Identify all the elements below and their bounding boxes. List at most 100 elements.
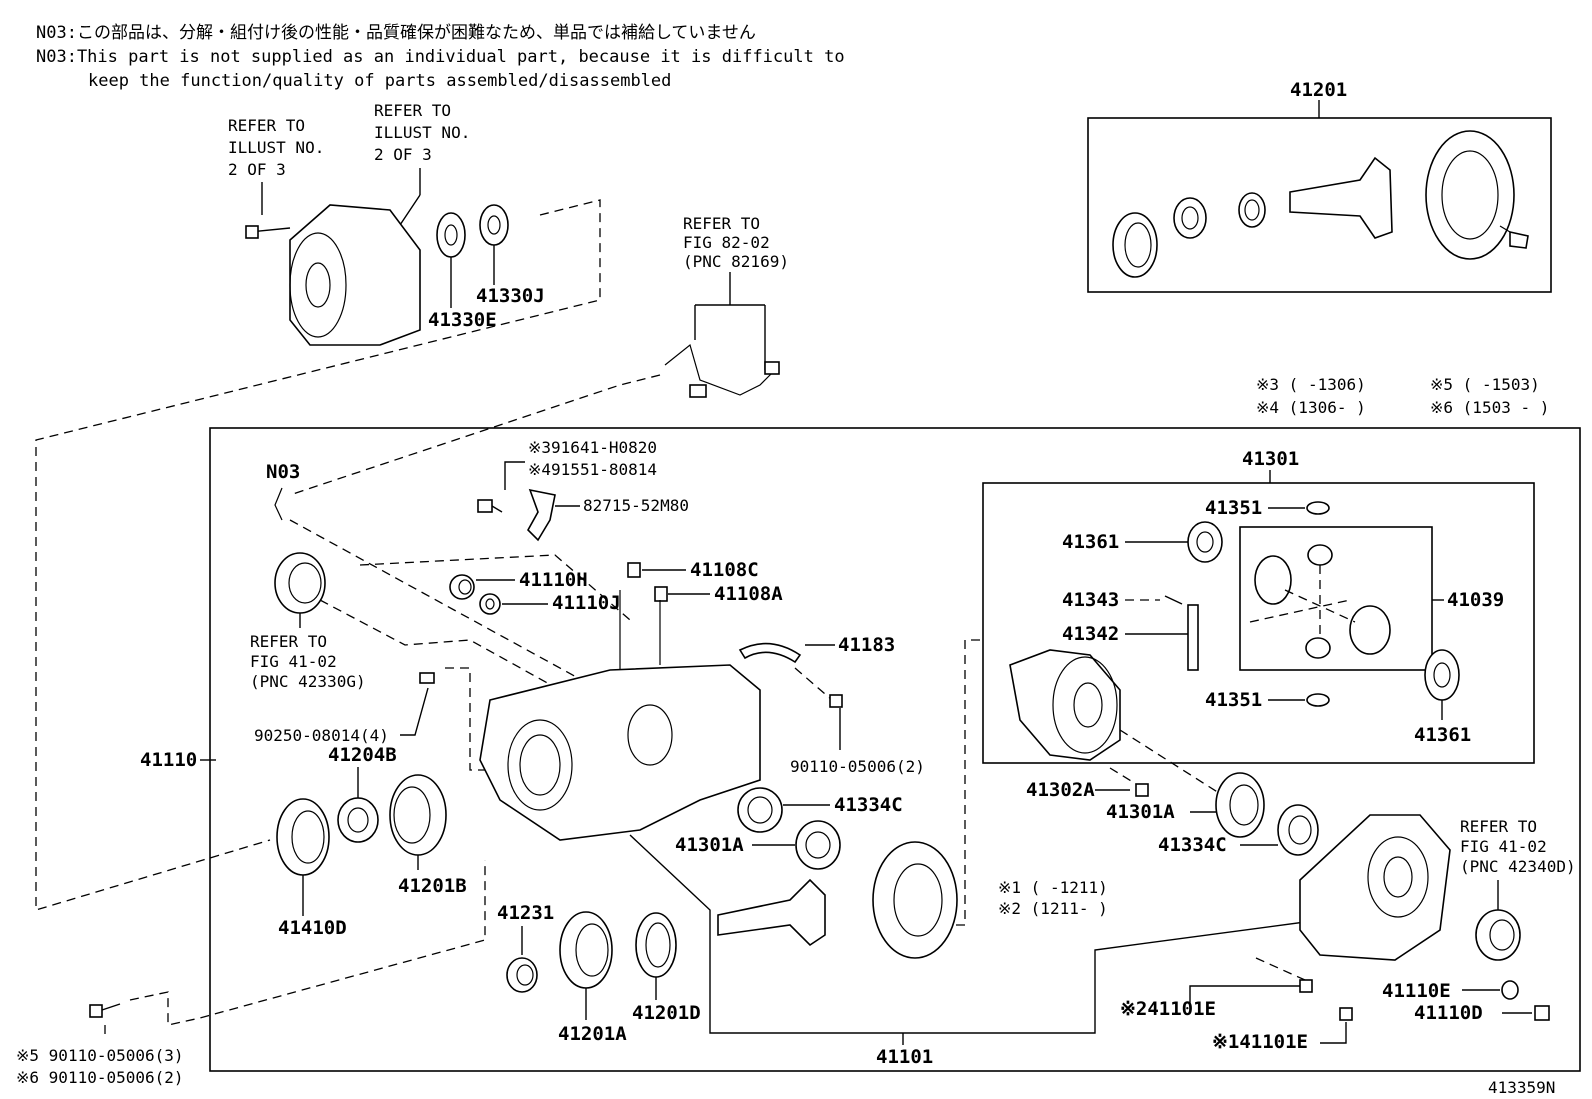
label-41330J[interactable]: 41330J [476, 285, 545, 307]
dashed-leader-case [1119, 729, 1231, 801]
bracket-82715-icon [527, 488, 556, 542]
label-41201A[interactable]: 41201A [558, 1023, 627, 1045]
diff-gears-41039-icon [1249, 544, 1391, 659]
dashed-leader-41101E [1255, 957, 1306, 981]
label-41108A[interactable]: 41108A [714, 583, 783, 605]
label-41330E[interactable]: 41330E [428, 309, 497, 331]
date-range-2: ※2 (1211- ) [998, 899, 1108, 918]
washer-41361-a-icon [1187, 521, 1223, 563]
ring-gear-icon [872, 841, 958, 959]
dashed-leader-seal-b [319, 599, 561, 691]
label-41342[interactable]: 41342 [1062, 623, 1119, 645]
label-41301[interactable]: 41301 [1242, 448, 1299, 470]
dashed-leader-seal-a [359, 554, 631, 621]
bolt-41101E-2-icon [1299, 979, 1313, 993]
label-41201B[interactable]: 41201B [398, 875, 467, 897]
label-41110E[interactable]: 41110E [1382, 980, 1451, 1002]
ref-illust-b-l2: ILLUST NO. [374, 123, 470, 142]
label-41110D[interactable]: 41110D [1414, 1002, 1483, 1024]
label-41334C-b[interactable]: 41334C [1158, 834, 1227, 856]
label-41201D[interactable]: 41201D [632, 1002, 701, 1024]
main-assembly-frame [209, 427, 1581, 1072]
label-41351-a[interactable]: 41351 [1205, 497, 1262, 519]
label-90250[interactable]: 90250-08014(4) [254, 726, 389, 745]
note-en-line2: keep the function/quality of parts assem… [88, 71, 671, 91]
label-41334C-a[interactable]: 41334C [834, 794, 903, 816]
label-41302A[interactable]: 41302A [1026, 779, 1095, 801]
bearing-41201B-icon [389, 774, 447, 856]
seal-41201D-icon [635, 912, 677, 978]
carrier-housing-41110-icon [479, 590, 761, 841]
label-41108C[interactable]: 41108C [690, 559, 759, 581]
label-41301A-a[interactable]: 41301A [675, 834, 744, 856]
label-41110[interactable]: 41110 [140, 749, 197, 771]
label-41361-b[interactable]: 41361 [1414, 724, 1471, 746]
figure-id: 413359N [1488, 1078, 1555, 1097]
label-91641[interactable]: ※391641-H0820 [528, 438, 657, 457]
bolt-90110-bottom-icon [89, 1003, 121, 1018]
seal-41410D-icon [276, 798, 330, 876]
label-91551[interactable]: ※491551-80814 [528, 460, 657, 479]
label-41101[interactable]: 41101 [876, 1046, 933, 1068]
label-41110H[interactable]: 41110H [519, 569, 588, 591]
label-41110J[interactable]: 41110J [552, 592, 621, 614]
dashed-leader-90250 [445, 667, 505, 771]
label-90110-5[interactable]: ※5 90110-05006(3) [16, 1046, 184, 1065]
drive-pinion-icon [717, 878, 826, 947]
dashed-leader-41302A [1109, 767, 1137, 785]
ref-illust-a-l1: REFER TO [228, 116, 305, 135]
date-range-1: ※1 ( -1211) [998, 878, 1108, 897]
washer-41330J-icon [479, 204, 509, 246]
date-range-5: ※5 ( -1503) [1430, 375, 1540, 394]
rear-cover-icon [245, 204, 421, 346]
label-n03[interactable]: N03 [266, 461, 300, 483]
ref-fig41-left-l1: REFER TO [250, 632, 327, 651]
side-cover-icon [1299, 814, 1451, 961]
label-90110-6[interactable]: ※6 90110-05006(2) [16, 1068, 184, 1087]
ref-fig82-l1: REFER TO [683, 214, 760, 233]
label-90110-2[interactable]: 90110-05006(2) [790, 757, 925, 776]
note-en-line1: N03:This part is not supplied as an indi… [36, 47, 845, 67]
note-jp: N03:この部品は、分解・組付け後の性能・品質確保が困難なため、単品では補給して… [36, 23, 756, 43]
nut-41204B-icon [337, 797, 379, 843]
bolt-90110-icon [829, 694, 843, 708]
label-41201[interactable]: 41201 [1290, 79, 1347, 101]
bolt-91641-icon [477, 499, 503, 513]
label-41410D[interactable]: 41410D [278, 917, 347, 939]
spacer-41334C-b-icon [1277, 804, 1319, 856]
ref-fig41-right-l3: (PNC 42340D) [1460, 857, 1576, 876]
pin-41343-icon [1164, 595, 1183, 605]
seal-41110H-icon [449, 574, 475, 600]
spacer-41334C-a-icon [737, 787, 783, 833]
label-41301A-b[interactable]: 41301A [1106, 801, 1175, 823]
label-41361-a[interactable]: 41361 [1062, 531, 1119, 553]
label-41231[interactable]: 41231 [497, 902, 554, 924]
label-41183[interactable]: 41183 [838, 634, 895, 656]
label-41351-b[interactable]: 41351 [1205, 689, 1262, 711]
ref-illust-a-l3: 2 OF 3 [228, 160, 286, 179]
label-41204B[interactable]: 41204B [328, 744, 397, 766]
spring-41108A-icon [654, 586, 668, 602]
label-41343[interactable]: 41343 [1062, 589, 1119, 611]
ref-illust-a-l2: ILLUST NO. [228, 138, 324, 157]
bearing-41301A-b-icon [1215, 772, 1265, 838]
ref-fig82-l2: FIG 82-02 [683, 233, 770, 252]
dashed-leader-41183 [794, 667, 833, 701]
ref-fig41-right-l2: FIG 41-02 [1460, 837, 1547, 856]
label-41039[interactable]: 41039 [1447, 589, 1504, 611]
label-41101E-1[interactable]: ※141101E [1212, 1031, 1308, 1053]
ref-fig41-left-l3: (PNC 42330G) [250, 672, 366, 691]
diff-gears-41039-box [1239, 526, 1433, 671]
bolt-41101E-1-icon [1339, 1007, 1353, 1021]
label-41101E-2[interactable]: ※241101E [1120, 998, 1216, 1020]
bearing-41301A-a-icon [795, 820, 841, 870]
ref-fig82-l3: (PNC 82169) [683, 252, 789, 271]
dashed-leader-ringgear [955, 639, 980, 926]
kit-41201-parts-icon [1112, 130, 1529, 278]
label-82715[interactable]: 82715-52M80 [583, 496, 689, 515]
plate-41183-icon [738, 642, 802, 664]
date-range-6: ※6 (1503 - ) [1430, 398, 1549, 417]
diff-case-41301-box [982, 482, 1535, 764]
spacer-41231-icon [506, 957, 538, 993]
seal-42330G-icon [274, 552, 326, 614]
